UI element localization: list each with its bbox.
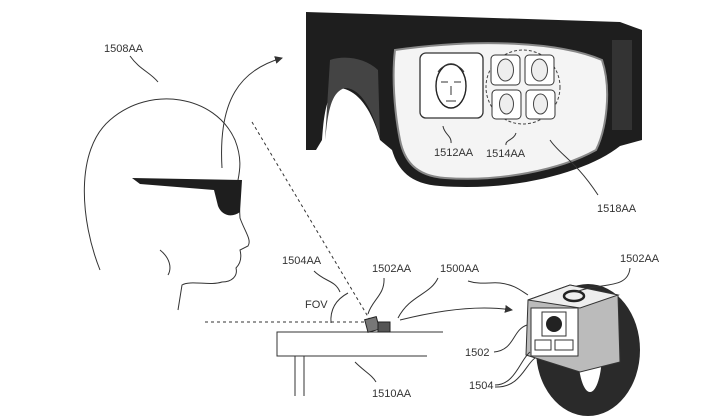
label-lens-display: 1518AA xyxy=(597,203,637,215)
arrow-to-watch xyxy=(399,304,513,321)
label-camera-device: 1502AA xyxy=(372,263,412,275)
label-watch-button: 1502AA xyxy=(620,253,660,265)
glasses-detail xyxy=(306,12,642,187)
label-primary-face: 1512AA xyxy=(434,147,474,159)
camera-device xyxy=(364,316,391,333)
table xyxy=(276,331,443,396)
label-user: 1508AA xyxy=(104,43,144,55)
primary-face-box xyxy=(419,52,484,119)
label-device: 1500AA xyxy=(440,263,480,275)
worn-glasses xyxy=(132,178,242,216)
label-fov-ref: 1504AA xyxy=(282,255,322,267)
label-watch-controls: 1504 xyxy=(469,380,493,392)
label-face-candidates: 1514AA xyxy=(486,148,526,160)
watch xyxy=(525,284,640,416)
arrow-to-glasses xyxy=(221,56,283,169)
label-fov: FOV xyxy=(305,299,328,311)
label-table: 1510AA xyxy=(372,388,412,400)
face-candidates xyxy=(485,49,561,125)
label-watch-display: 1502 xyxy=(465,347,489,359)
user-head xyxy=(83,98,250,311)
